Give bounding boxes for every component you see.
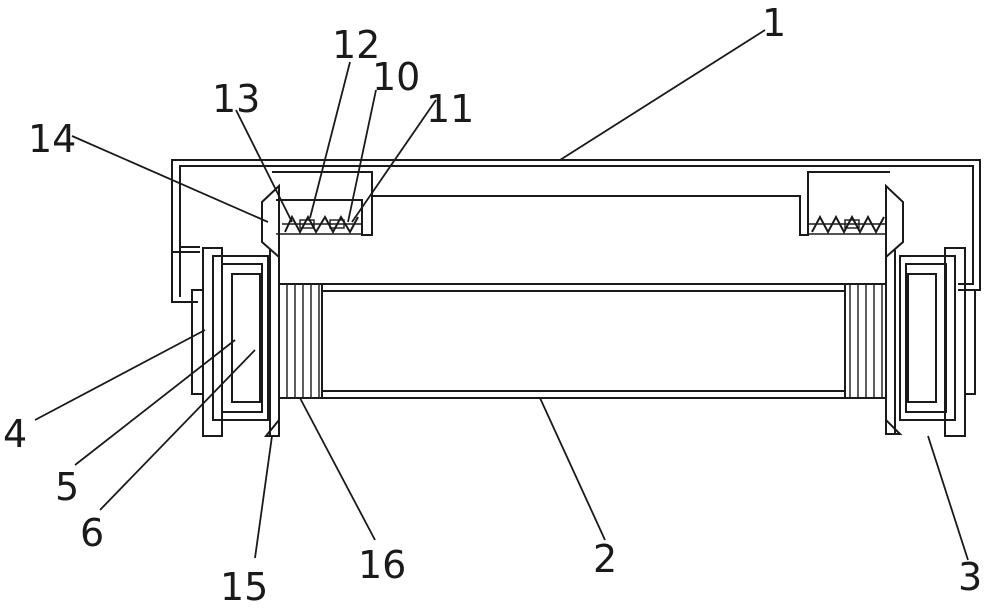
label-6: 6 <box>80 511 104 555</box>
left-bearing-assembly <box>191 247 269 437</box>
label-16: 16 <box>358 543 406 587</box>
leader-lines <box>34 29 969 561</box>
left-spring <box>282 214 362 235</box>
label-4: 4 <box>3 412 27 456</box>
left-wedge <box>261 183 280 437</box>
label-2: 2 <box>593 537 617 581</box>
left-thread <box>286 284 320 398</box>
inner-channel <box>272 171 890 236</box>
right-thread <box>849 284 883 398</box>
label-1: 1 <box>762 1 786 45</box>
label-3: 3 <box>958 555 982 599</box>
label-15: 15 <box>220 565 268 609</box>
roller <box>278 283 887 399</box>
right-bearing-assembly <box>899 247 976 437</box>
label-11: 11 <box>426 87 474 131</box>
label-5: 5 <box>55 465 79 509</box>
right-spring <box>808 214 886 235</box>
label-13: 13 <box>212 77 260 121</box>
label-12: 12 <box>332 23 380 67</box>
callout-labels: 1 2 3 4 5 6 10 11 12 13 14 15 16 <box>3 1 982 609</box>
label-14: 14 <box>28 117 76 161</box>
label-10: 10 <box>372 55 420 99</box>
